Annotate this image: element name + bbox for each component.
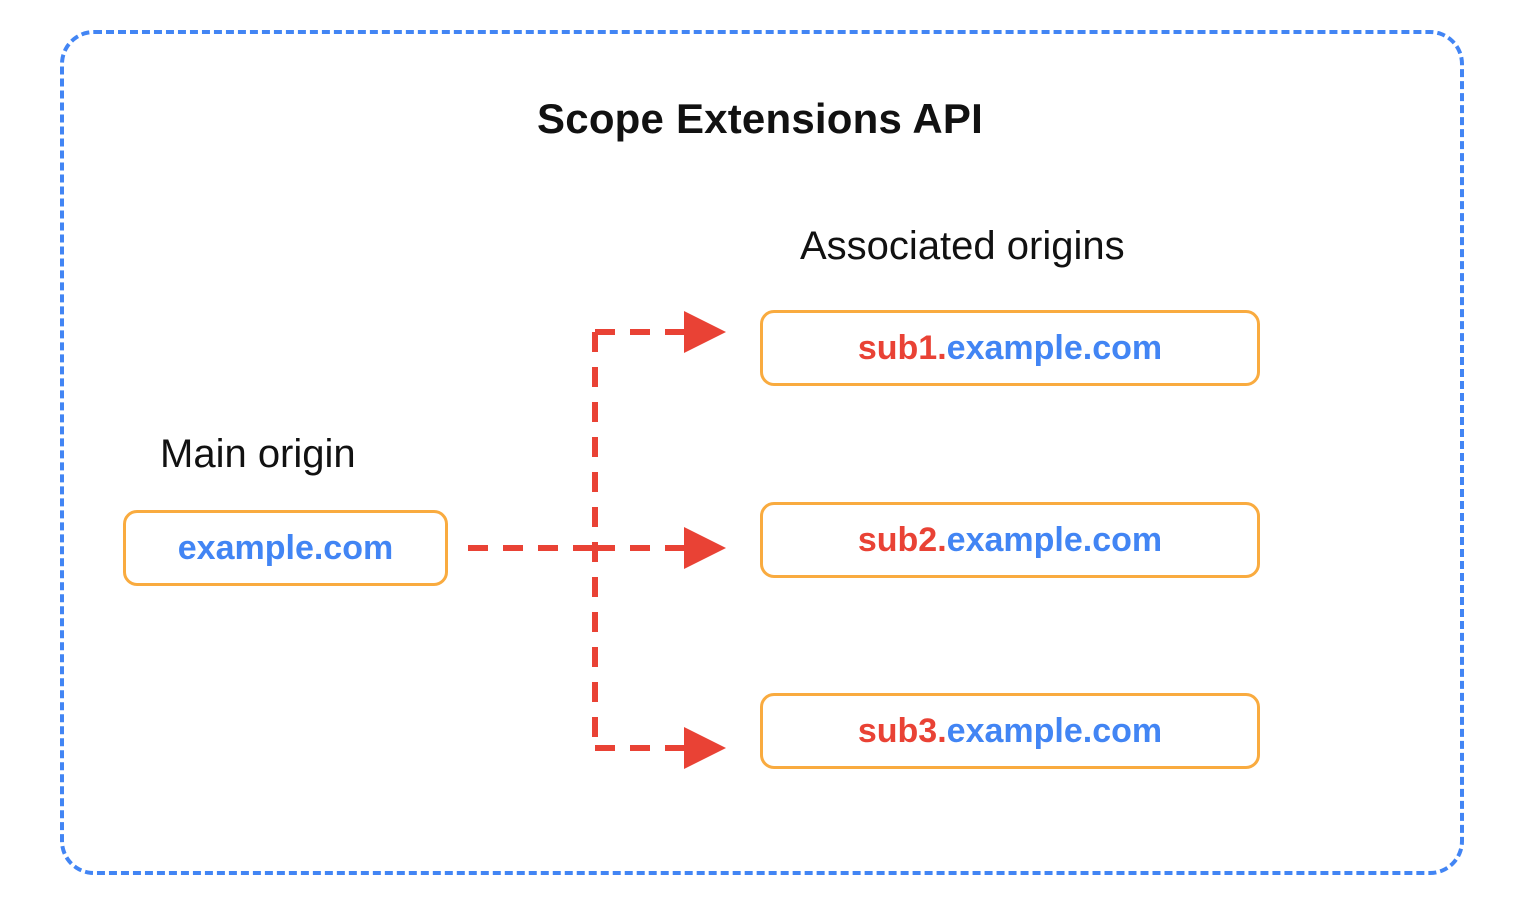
- page-title: Scope Extensions API: [537, 95, 983, 142]
- origin-domain-part: example.com: [946, 520, 1163, 559]
- origin-box-main[interactable]: example.com: [123, 510, 448, 586]
- origin-box-sub3[interactable]: sub3.example.com: [760, 693, 1260, 769]
- main-origin-label: Main origin: [160, 432, 356, 476]
- origin-domain-part: example.com: [177, 528, 394, 567]
- origin-box-sub1[interactable]: sub1.example.com: [760, 310, 1260, 386]
- origin-subdomain-part: sub3.: [857, 711, 947, 750]
- associated-origins-label: Associated origins: [800, 224, 1125, 268]
- scope-extensions-frame: [60, 30, 1464, 875]
- origin-domain-part: example.com: [946, 328, 1163, 367]
- origin-domain-part: example.com: [946, 711, 1163, 750]
- origin-subdomain-part: sub2.: [857, 520, 947, 559]
- origin-subdomain-part: sub1.: [857, 328, 947, 367]
- origin-box-sub2[interactable]: sub2.example.com: [760, 502, 1260, 578]
